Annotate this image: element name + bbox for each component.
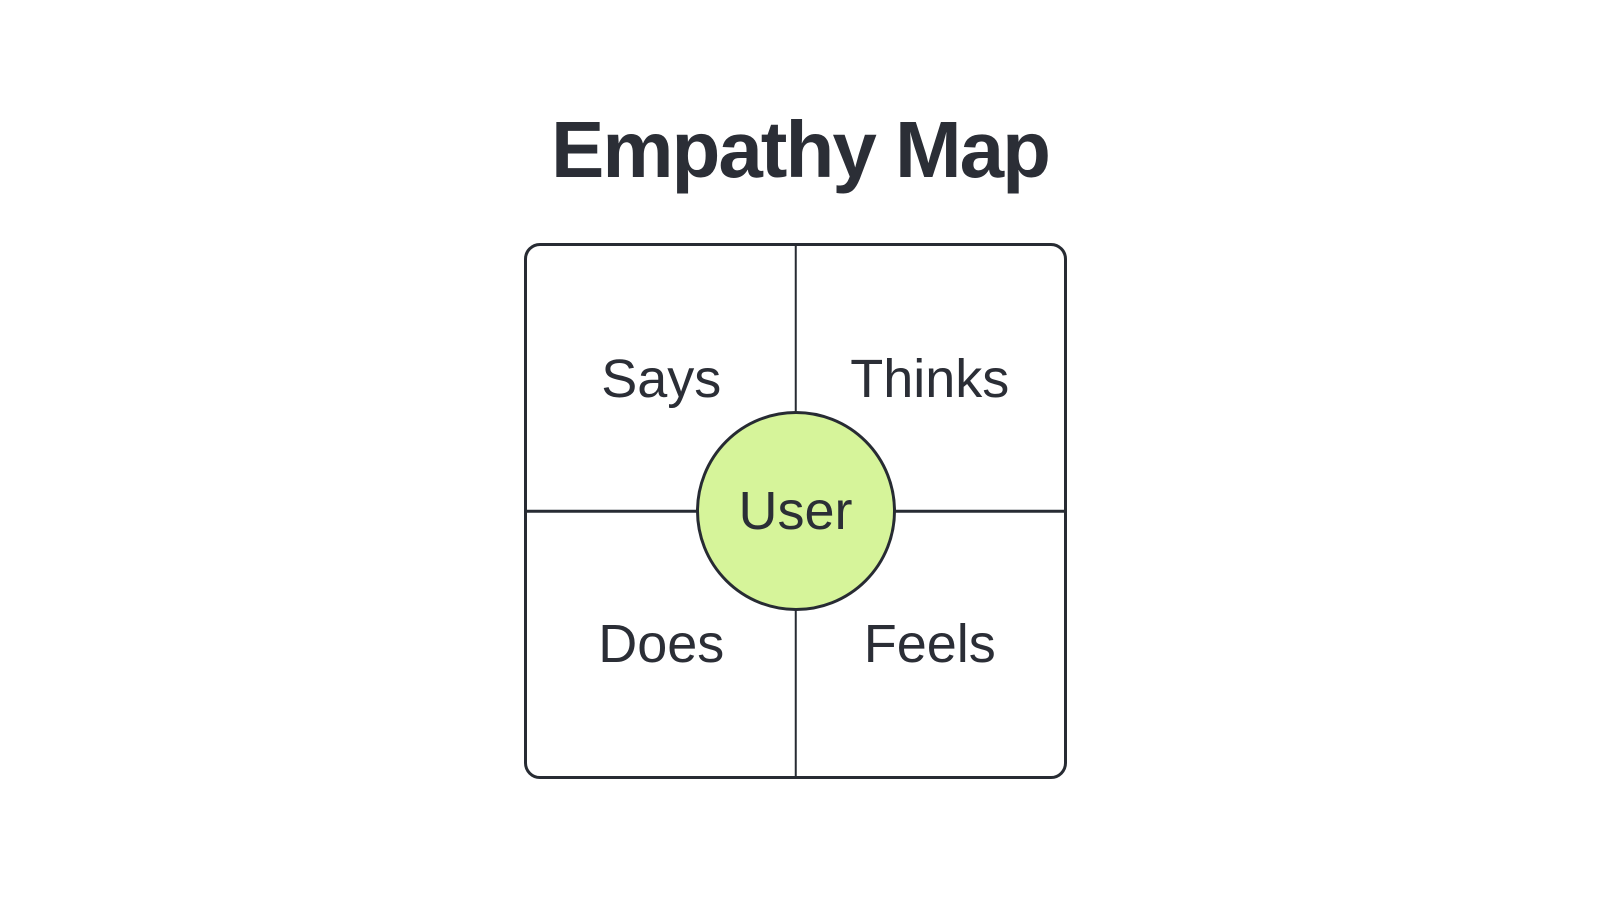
quadrant-thinks-label: Thinks bbox=[850, 348, 1010, 409]
quadrant-says: Says bbox=[527, 246, 796, 511]
empathy-map-grid: Says Thinks Does Feels User bbox=[524, 243, 1067, 779]
user-circle-label: User bbox=[738, 481, 853, 541]
quadrant-does: Does bbox=[527, 511, 796, 776]
quadrant-does-label: Does bbox=[598, 613, 725, 674]
user-circle: User bbox=[695, 411, 896, 611]
page-title: Empathy Map bbox=[550, 105, 1051, 194]
quadrant-feels: Feels bbox=[796, 511, 1065, 776]
quadrant-says-label: Says bbox=[601, 348, 722, 409]
quadrant-feels-label: Feels bbox=[863, 613, 996, 674]
quadrant-thinks: Thinks bbox=[796, 246, 1065, 511]
